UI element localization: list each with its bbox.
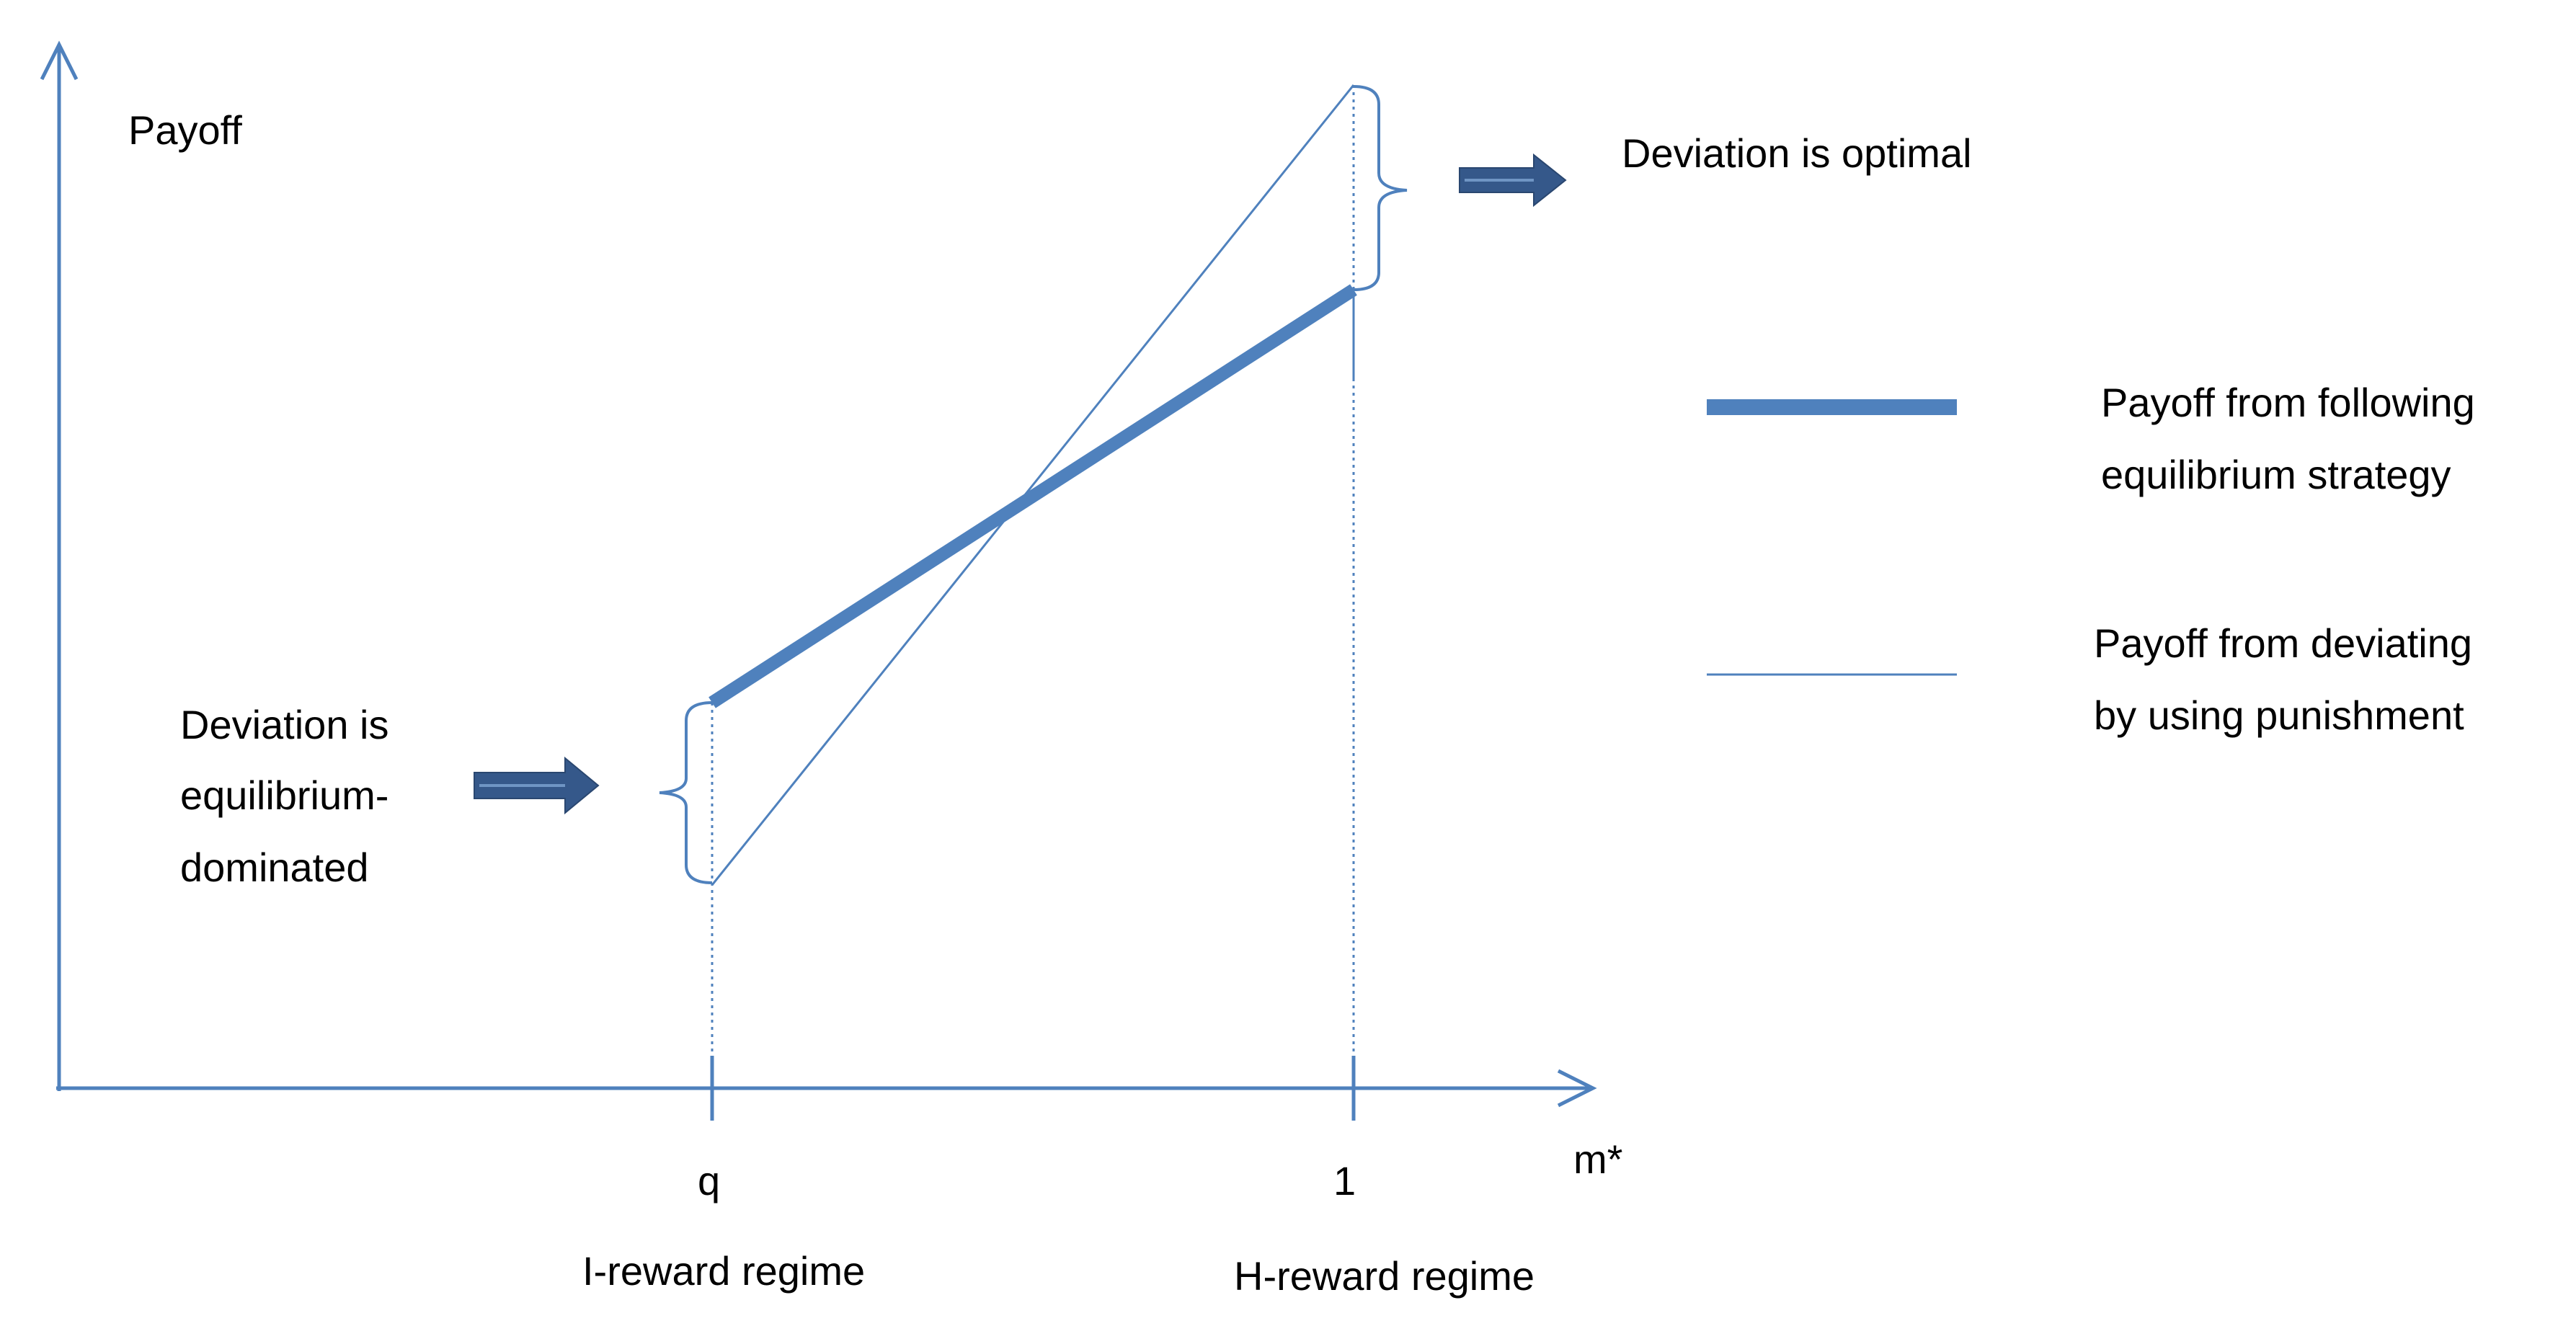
guides bbox=[710, 85, 1356, 1121]
axes bbox=[40, 40, 1597, 1108]
legend-equilibrium-label-line2: equilibrium strategy bbox=[2101, 452, 2451, 497]
legend-deviating-label-line2: by using punishment bbox=[2094, 693, 2464, 738]
right-brace bbox=[1353, 85, 1408, 291]
regime-label-h: H-reward regime bbox=[1234, 1253, 1535, 1299]
x-axis-arrowhead bbox=[1557, 1069, 1597, 1108]
left-brace bbox=[659, 701, 713, 884]
annotation-deviation-dominated-line1: Deviation is bbox=[180, 702, 388, 747]
y-axis-label: Payoff bbox=[128, 107, 242, 153]
annotation-deviation-dominated-line2: equilibrium- bbox=[180, 773, 388, 818]
y-axis-arrowhead bbox=[40, 40, 79, 81]
tick-label-q: q bbox=[698, 1158, 720, 1203]
tick-label-one: 1 bbox=[1333, 1158, 1356, 1203]
legend-equilibrium-label-line1: Payoff from following bbox=[2101, 380, 2475, 425]
legend-deviating-label-line1: Payoff from deviating bbox=[2094, 620, 2472, 666]
regime-label-i: I-reward regime bbox=[582, 1248, 865, 1294]
equilibrium-payoff-line bbox=[709, 284, 1357, 708]
arrow-deviation-optimal bbox=[1459, 153, 1567, 208]
deviating-payoff-line bbox=[711, 84, 1355, 886]
annotation-deviation-optimal: Deviation is optimal bbox=[1622, 130, 1972, 176]
x-axis-label: m* bbox=[1573, 1136, 1622, 1182]
arrow-equilibrium-dominated bbox=[474, 756, 600, 815]
annotation-deviation-dominated-line3: dominated bbox=[180, 845, 369, 890]
